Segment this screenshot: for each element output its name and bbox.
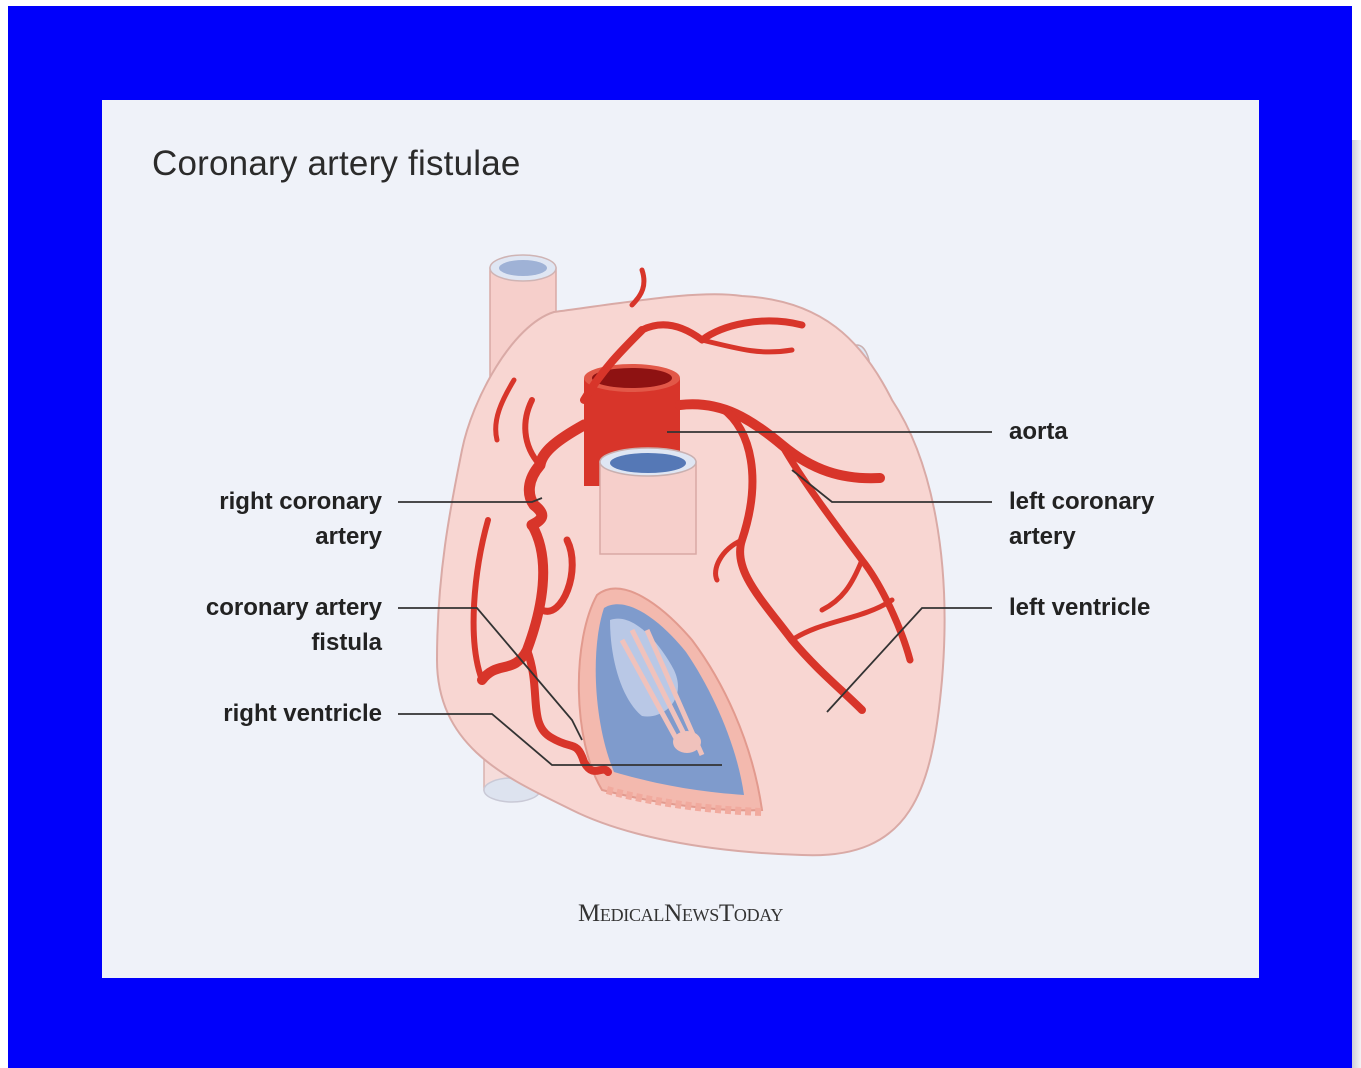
label-right-coronary-artery: right coronary artery — [219, 484, 382, 554]
label-coronary-artery-fistula-line1: coronary artery — [206, 590, 382, 625]
label-right-coronary-artery-line2: artery — [219, 519, 382, 554]
brand-logo: MedicalNewsToday — [102, 900, 1259, 928]
label-left-coronary-artery-line1: left coronary — [1009, 484, 1154, 519]
brand-wordmark: MedicalNewsToday — [578, 900, 783, 927]
figure-card: Coronary artery fistulae — [102, 100, 1259, 978]
label-coronary-artery-fistula: coronary artery fistula — [206, 590, 382, 660]
label-right-ventricle: right ventricle — [223, 696, 382, 731]
label-right-coronary-artery-line1: right coronary — [219, 484, 382, 519]
window-edge — [1352, 140, 1361, 1068]
label-coronary-artery-fistula-line2: fistula — [206, 625, 382, 660]
label-aorta: aorta — [1009, 414, 1068, 449]
label-left-ventricle: left ventricle — [1009, 590, 1150, 625]
label-left-coronary-artery-line2: artery — [1009, 519, 1154, 554]
pulmonary-trunk — [600, 448, 696, 554]
label-left-coronary-artery: left coronary artery — [1009, 484, 1154, 554]
